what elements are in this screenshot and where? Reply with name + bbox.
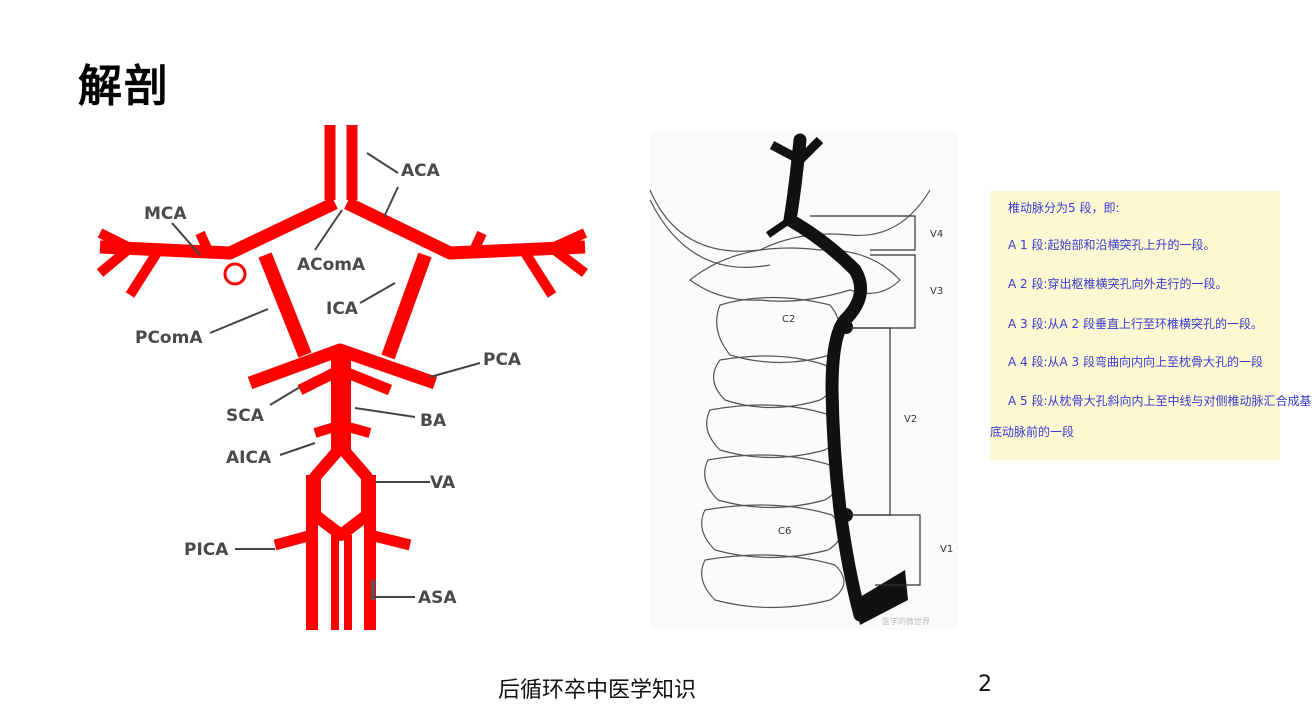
label-acoma: AComA bbox=[297, 255, 366, 275]
segment-item-a5-continuation: 底动脉前的一段 bbox=[990, 425, 1075, 439]
segments-intro: 椎动脉分为5 段，即: bbox=[1008, 201, 1120, 215]
slide-footer: 后循环卒中医学知识 bbox=[498, 678, 697, 703]
segment-item-a1: A 1 段:起始部和沿横突孔上升的一段。 bbox=[1008, 238, 1216, 252]
label-aica: AICA bbox=[226, 448, 272, 468]
label-asa: ASA bbox=[418, 588, 457, 608]
segment-item-a4: A 4 段:从A 3 段弯曲向内向上至枕骨大孔的一段 bbox=[1008, 355, 1263, 369]
watermark: 医学的微世界 bbox=[882, 616, 930, 626]
label-ica: ICA bbox=[326, 299, 359, 319]
segment-item-a2: A 2 段:穿出枢椎横突孔向外走行的一段。 bbox=[1008, 277, 1228, 291]
page-number: 2 bbox=[978, 672, 992, 697]
label-pcoma: PComA bbox=[135, 328, 203, 348]
circle-of-willis-diagram: ACA MCA AComA ICA PComA PCA SCA BA AICA … bbox=[96, 125, 589, 630]
vertebra-label-c2: C2 bbox=[782, 314, 795, 325]
vertebra-label-c6: C6 bbox=[778, 526, 791, 537]
segment-label-v3: V3 bbox=[930, 286, 943, 297]
label-pca: PCA bbox=[483, 350, 522, 370]
label-mca: MCA bbox=[144, 204, 187, 224]
segment-label-v4: V4 bbox=[930, 229, 943, 240]
segment-item-a3: A 3 段:从A 2 段垂直上行至环椎横突孔的一段。 bbox=[1008, 317, 1263, 331]
label-sca: SCA bbox=[226, 406, 265, 426]
segments-note-box: 椎动脉分为5 段，即: A 1 段:起始部和沿横突孔上升的一段。 A 2 段:穿… bbox=[990, 191, 1312, 460]
label-ba: BA bbox=[420, 411, 447, 431]
arterial-vessels bbox=[96, 125, 589, 630]
vertebral-artery-segments-figure: C2 C6 V4 V3 V2 V1 医学的微世界 bbox=[649, 130, 958, 630]
segment-label-v2: V2 bbox=[904, 414, 917, 425]
slide-title: 解剖 bbox=[78, 61, 170, 112]
segment-item-a5: A 5 段:从枕骨大孔斜向内上至中线与对侧椎动脉汇合成基 bbox=[1008, 394, 1312, 408]
segment-label-v1: V1 bbox=[940, 544, 953, 555]
label-aca: ACA bbox=[401, 161, 441, 181]
label-va: VA bbox=[430, 473, 456, 493]
label-pica: PICA bbox=[184, 540, 229, 560]
